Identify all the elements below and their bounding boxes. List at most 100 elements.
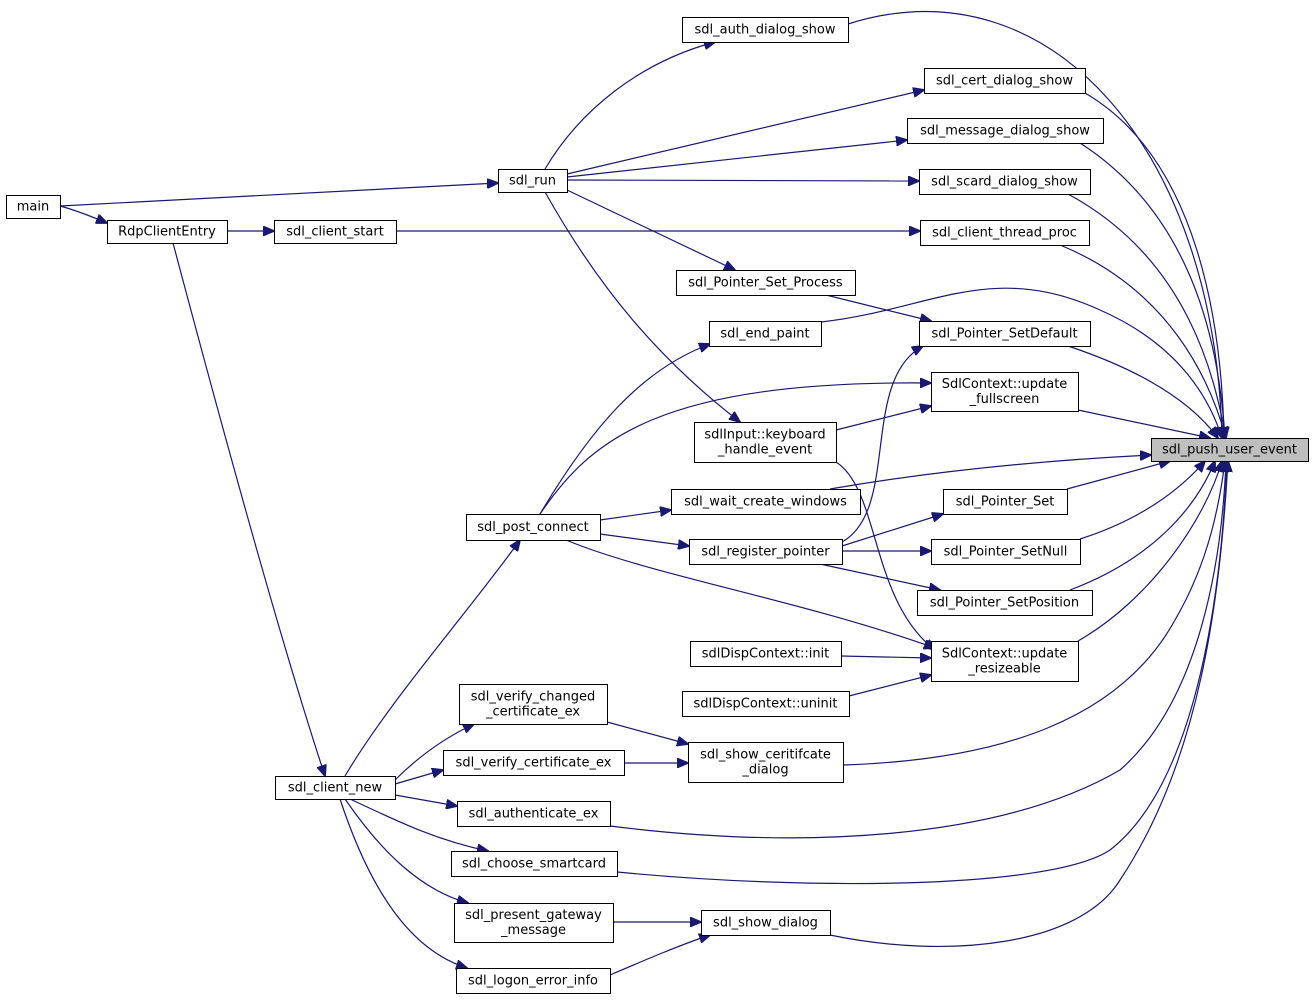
- edge-SdlContext_update_resizeable-to-sdl_push_user_event: [1077, 461, 1222, 642]
- node-label: sdl_cert_dialog_show: [936, 74, 1073, 89]
- edge-sdl_authenticate_ex-to-sdl_push_user_event: [609, 461, 1226, 839]
- edge-sdl_client_new-to-sdl_verify_changed_certificate_ex: [394, 724, 474, 781]
- node-label: sdl_post_connect: [477, 520, 589, 535]
- node-label: sdl_auth_dialog_show: [695, 23, 836, 38]
- node-box: [690, 641, 842, 667]
- node-label: sdl_register_pointer: [701, 545, 830, 560]
- node-sdlDispContext_uninit[interactable]: sdlDispContext::uninit: [682, 691, 850, 717]
- node-sdl_show_ceritifcate_dialog[interactable]: sdl_show_ceritifcate_dialog: [688, 742, 844, 783]
- node-label: sdl_show_ceritifcate: [700, 748, 831, 763]
- node-sdl_post_connect[interactable]: sdl_post_connect: [466, 514, 601, 541]
- node-label: sdl_end_paint: [720, 327, 809, 342]
- node-label: sdl_client_new: [288, 781, 383, 796]
- node-label: sdl_Pointer_Set_Process: [688, 276, 843, 291]
- node-box: [682, 691, 850, 717]
- edge-sdl_run-to-sdl_Pointer_Set_Process: [566, 189, 735, 270]
- node-box: [451, 851, 618, 877]
- node-sdl_Pointer_SetDefault[interactable]: sdl_Pointer_SetDefault: [919, 321, 1091, 347]
- edge-sdl_Pointer_SetNull-to-sdl_push_user_event: [1079, 461, 1205, 540]
- node-sdl_register_pointer[interactable]: sdl_register_pointer: [689, 539, 843, 565]
- node-sdl_present_gateway_message[interactable]: sdl_present_gateway_message: [454, 903, 614, 943]
- node-sdl_end_paint[interactable]: sdl_end_paint: [709, 321, 822, 347]
- node-sdl_show_dialog[interactable]: sdl_show_dialog: [701, 910, 831, 936]
- edge-sdl_logon_error_info-to-sdl_show_dialog: [609, 935, 710, 976]
- edge-sdl_show_ceritifcate_dialog-to-sdl_push_user_event: [842, 461, 1225, 766]
- node-label: sdl_Pointer_SetNull: [944, 545, 1068, 560]
- node-box: [917, 590, 1093, 616]
- node-box: [919, 169, 1091, 195]
- node-SdlContext_update_resizeable[interactable]: SdlContext::update_resizeable: [931, 641, 1079, 682]
- node-sdl_logon_error_info[interactable]: sdl_logon_error_info: [456, 968, 611, 994]
- node-sdl_run[interactable]: sdl_run: [498, 169, 568, 193]
- node-label: sdl_verify_changed: [471, 690, 595, 705]
- node-sdl_client_thread_proc[interactable]: sdl_client_thread_proc: [920, 220, 1090, 246]
- node-sdl_verify_certificate_ex[interactable]: sdl_verify_certificate_ex: [443, 750, 625, 776]
- edge-sdl_post_connect-to-sdl_register_pointer: [599, 533, 689, 546]
- node-sdl_client_new[interactable]: sdl_client_new: [275, 776, 396, 800]
- node-box: [931, 641, 1079, 682]
- node-box: [689, 539, 843, 565]
- node-sdl_Pointer_Set_Process[interactable]: sdl_Pointer_Set_Process: [676, 270, 856, 296]
- node-label: sdl_Pointer_Set: [956, 495, 1055, 510]
- node-box: [676, 270, 856, 296]
- node-sdl_Pointer_Set[interactable]: sdl_Pointer_Set: [943, 489, 1068, 515]
- node-main[interactable]: main: [6, 195, 61, 219]
- edge-sdl_cert_dialog_show-to-sdl_push_user_event: [1084, 92, 1224, 438]
- node-label: _certificate_ex: [485, 705, 580, 720]
- node-sdl_wait_create_windows[interactable]: sdl_wait_create_windows: [671, 489, 861, 515]
- node-sdl_auth_dialog_show[interactable]: sdl_auth_dialog_show: [682, 17, 849, 43]
- edge-sdl_register_pointer-to-sdl_Pointer_SetDefault: [841, 346, 923, 543]
- edge-sdl_run-to-sdl_auth_dialog_show: [544, 42, 715, 170]
- node-box: [275, 776, 396, 800]
- node-label: sdl_logon_error_info: [468, 974, 598, 989]
- node-sdl_Pointer_SetNull[interactable]: sdl_Pointer_SetNull: [931, 539, 1081, 565]
- node-sdlDispContext_init[interactable]: sdlDispContext::init: [690, 641, 842, 667]
- edge-sdl_auth_dialog_show-to-sdl_push_user_event: [847, 11, 1222, 438]
- edge-sdl_register_pointer-to-sdl_Pointer_Set: [841, 514, 943, 547]
- node-label: sdl_client_start: [286, 225, 384, 240]
- node-label: sdl_run: [509, 174, 556, 189]
- edge-sdl_run-to-sdl_cert_dialog_show: [566, 90, 924, 175]
- edge-sdl_client_new-to-sdl_verify_certificate_ex: [394, 770, 443, 785]
- edge-sdl_run-to-sdl_message_dialog_show: [566, 140, 907, 178]
- node-label: _message: [500, 923, 566, 938]
- node-box: [920, 220, 1090, 246]
- node-label: sdlInput::keyboard: [704, 428, 825, 443]
- node-box: [688, 742, 844, 783]
- node-sdl_message_dialog_show[interactable]: sdl_message_dialog_show: [907, 118, 1104, 144]
- node-sdl_Pointer_SetPosition[interactable]: sdl_Pointer_SetPosition: [917, 590, 1093, 616]
- node-box: [459, 684, 608, 725]
- edge-sdl_run-to-sdl_scard_dialog_show: [566, 180, 919, 181]
- edge-sdlDispContext_init-to-SdlContext_update_resizeable: [840, 656, 931, 658]
- node-box: [454, 903, 614, 943]
- node-label: SdlContext::update: [942, 377, 1068, 392]
- edge-sdl_post_connect-to-sdl_wait_create_windows: [599, 510, 671, 521]
- node-sdl_scard_dialog_show[interactable]: sdl_scard_dialog_show: [919, 169, 1091, 195]
- node-sdl_client_start[interactable]: sdl_client_start: [274, 220, 397, 244]
- node-box: [1151, 438, 1309, 462]
- edge-sdl_client_thread_proc-to-sdl_push_user_event: [1059, 244, 1226, 438]
- node-sdl_push_user_event: sdl_push_user_event: [1151, 438, 1309, 462]
- node-sdl_verify_changed_certificate_ex[interactable]: sdl_verify_changed_certificate_ex: [459, 684, 608, 725]
- edge-sdl_client_new-to-sdl_logon_error_info: [339, 798, 467, 968]
- node-box: [694, 422, 837, 463]
- node-sdl_choose_smartcard[interactable]: sdl_choose_smartcard: [451, 851, 618, 877]
- edge-sdl_post_connect-to-sdl_end_paint: [539, 344, 710, 515]
- node-sdl_cert_dialog_show[interactable]: sdl_cert_dialog_show: [924, 68, 1086, 94]
- node-sdl_authenticate_ex[interactable]: sdl_authenticate_ex: [457, 801, 611, 827]
- node-RdpClientEntry[interactable]: RdpClientEntry: [107, 220, 228, 244]
- node-label: _handle_event: [717, 443, 812, 458]
- edge-sdl_Pointer_Set-to-sdl_push_user_event: [1066, 461, 1170, 490]
- node-label: sdlDispContext::uninit: [693, 697, 837, 712]
- node-box: [443, 750, 625, 776]
- edge-sdl_verify_changed_certificate_ex-to-sdl_show_ceritifcate_dialog: [606, 721, 688, 744]
- node-box: [457, 801, 611, 827]
- edge-sdl_post_connect-to-SdlContext_update_fullscreen: [539, 383, 931, 515]
- node-sdlInput_keyboard_handle_event[interactable]: sdlInput::keyboard_handle_event: [694, 422, 837, 463]
- node-label: sdl_present_gateway: [465, 908, 602, 923]
- edge-sdl_scard_dialog_show-to-sdl_push_user_event: [1067, 193, 1226, 438]
- node-box: [498, 169, 568, 193]
- node-SdlContext_update_fullscreen[interactable]: SdlContext::update_fullscreen: [931, 372, 1079, 412]
- edge-sdl_wait_create_windows-to-sdl_push_user_event: [829, 455, 1151, 490]
